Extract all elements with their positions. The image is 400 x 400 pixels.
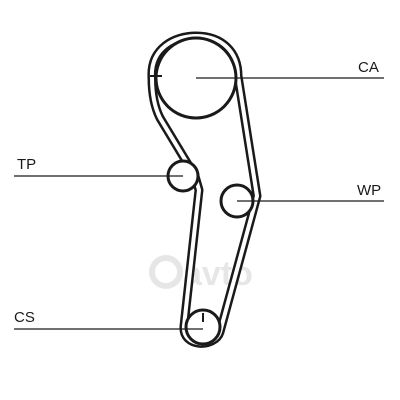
label-ca: CA [358, 59, 379, 76]
label-wp: WP [357, 182, 381, 199]
watermark-badge-icon [149, 255, 183, 289]
crankshaft-pulley [184, 308, 222, 346]
label-tp: TP [17, 156, 36, 173]
label-cs: CS [14, 309, 35, 326]
